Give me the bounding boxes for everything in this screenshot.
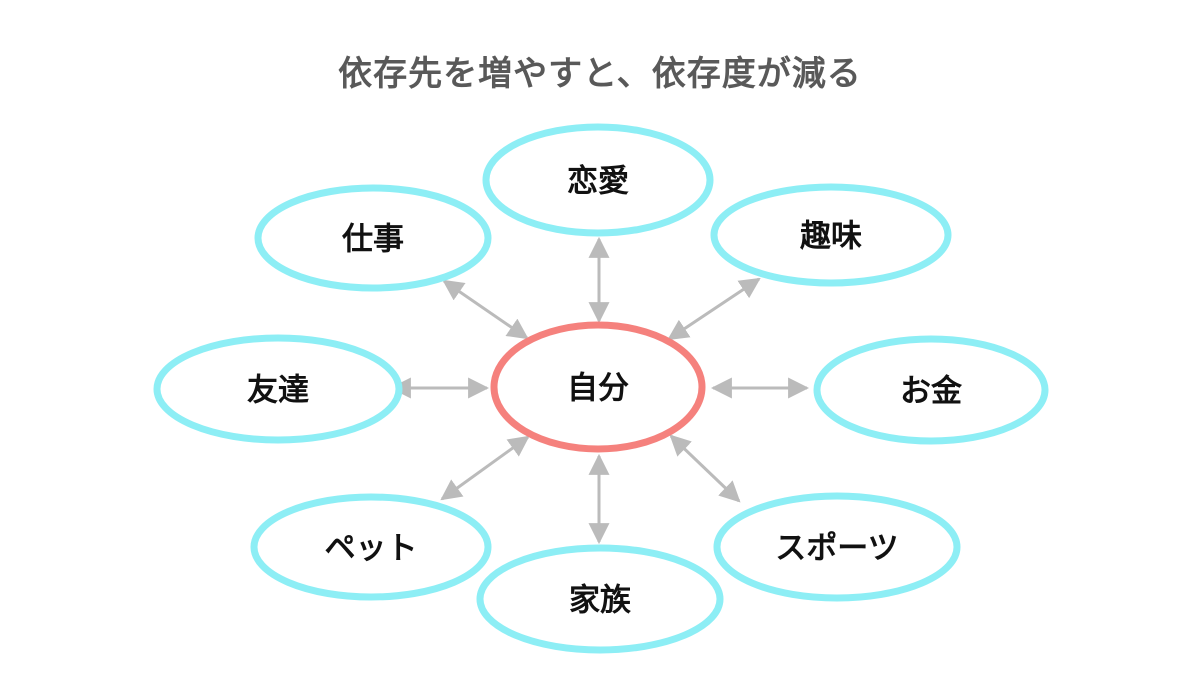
node-bottom-label: 家族	[569, 583, 631, 618]
node-top-label: 恋愛	[567, 164, 629, 199]
node-bottom-right: スポーツ	[713, 492, 961, 602]
node-left-ellipse	[153, 334, 403, 444]
node-top-left-label: 仕事	[342, 222, 404, 257]
node-center: 自分	[490, 321, 706, 453]
diagram-title: 依存先を増やすと、依存度が減る	[338, 55, 862, 93]
node-top-ellipse	[482, 123, 714, 237]
node-right: お金	[813, 335, 1049, 445]
node-top-right-ellipse	[710, 183, 952, 287]
node-left-label: 友達	[247, 373, 309, 408]
edge-center-top-right	[667, 277, 761, 341]
node-bottom-left: ペット	[250, 493, 492, 601]
edges	[389, 236, 810, 545]
node-bottom-right-ellipse	[713, 492, 961, 602]
node-top-left: 仕事	[254, 184, 492, 292]
node-top-left-ellipse	[254, 184, 492, 292]
node-bottom-left-ellipse	[250, 493, 492, 601]
node-left: 友達	[153, 334, 403, 444]
node-top: 恋愛	[482, 123, 714, 237]
node-bottom-left-label: ペット	[325, 531, 418, 566]
node-top-right: 趣味	[710, 183, 952, 287]
node-bottom-right-label: スポーツ	[775, 531, 898, 566]
node-top-right-label: 趣味	[800, 219, 862, 254]
node-right-ellipse	[813, 335, 1049, 445]
node-bottom: 家族	[476, 544, 724, 654]
edge-center-bottom-left	[440, 435, 530, 501]
node-center-label: 自分	[567, 371, 629, 406]
node-center-ellipse	[490, 321, 706, 453]
edge-center-bottom-right	[669, 434, 741, 503]
edge-center-top-left	[442, 279, 529, 340]
node-bottom-ellipse	[476, 544, 724, 654]
node-right-label: お金	[900, 374, 963, 409]
